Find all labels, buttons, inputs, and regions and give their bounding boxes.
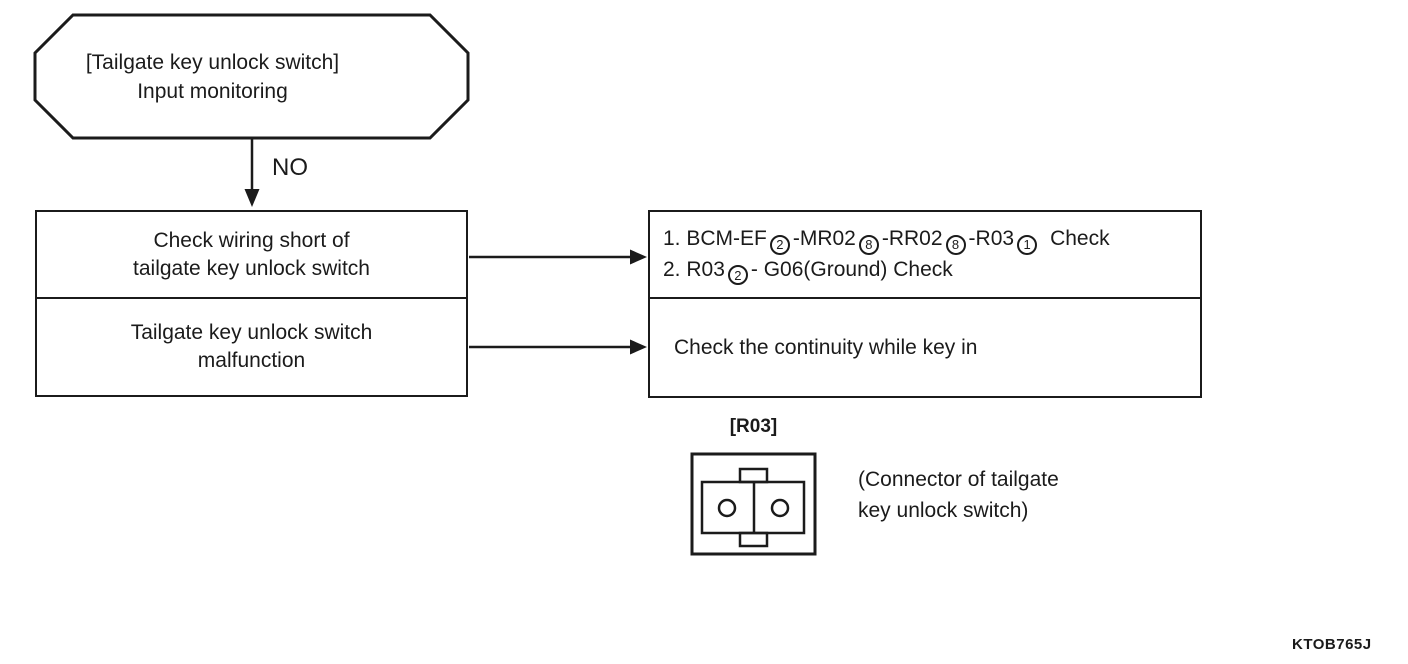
connector-pin-1 (717, 498, 737, 518)
right-arrow-top (469, 249, 647, 265)
cause-box: Check wiring short of tailgate key unloc… (35, 210, 468, 397)
right-arrow-bottom-head (630, 339, 647, 355)
cause-box-cell-2: Tailgate key unlock switch malfunction (37, 299, 466, 395)
start-node-label: [Tailgate key unlock switch] Input monit… (35, 15, 468, 138)
action-step-1-suffix: Check (1050, 227, 1110, 250)
action-step-2-suffix: - G06(Ground) Check (750, 257, 953, 281)
circled-pin-1-icon: 1 (1017, 234, 1038, 255)
action-step-1-mid1: -MR02 (792, 227, 856, 250)
right-arrow-top-head (630, 249, 647, 265)
action-step-2-prefix: 2. R03 (663, 257, 725, 281)
action-step-1-mid2: -RR02 (881, 227, 943, 250)
cause-1-line2: tailgate key unlock switch (133, 256, 370, 280)
start-node-line1: [Tailgate key unlock switch] (85, 50, 340, 74)
cause-2-line2: malfunction (197, 349, 306, 372)
branch-label-no: NO (272, 154, 308, 181)
connector-ref-label: [R03] (729, 416, 778, 437)
circled-pin-2-icon: 2 (727, 265, 748, 285)
connector-diagram (690, 452, 817, 556)
cause-2-line1: Tailgate key unlock switch (130, 321, 373, 344)
action-step-1-mid3: -R03 (968, 227, 1015, 250)
connector-pin-2 (770, 498, 790, 518)
cause-1-line1: Check wiring short of (153, 228, 350, 252)
start-node-octagon (33, 13, 470, 140)
connector-caption-line2: key unlock switch) (858, 499, 1029, 522)
down-arrow (244, 139, 260, 207)
action-continuity-note: Check the continuity while key in (674, 335, 978, 359)
cause-box-cell-1: Check wiring short of tailgate key unloc… (37, 212, 466, 299)
circled-pin-8-icon: 8 (858, 234, 879, 255)
connector-caption: (Connector of tailgate key unlock switch… (858, 464, 1059, 526)
action-box-cell-2: Check the continuity while key in (650, 299, 1200, 396)
start-node-line2: Input monitoring (137, 79, 288, 103)
figure-code: KTOB765J (1292, 636, 1372, 653)
circled-pin-8-icon: 8 (945, 234, 966, 255)
action-step-1-prefix: 1. BCM-EF (663, 227, 767, 250)
connector-caption-line1: (Connector of tailgate (858, 468, 1059, 491)
right-arrow-bottom (469, 339, 647, 355)
down-arrow-head (244, 189, 260, 207)
circled-pin-2-icon: 2 (769, 234, 790, 255)
